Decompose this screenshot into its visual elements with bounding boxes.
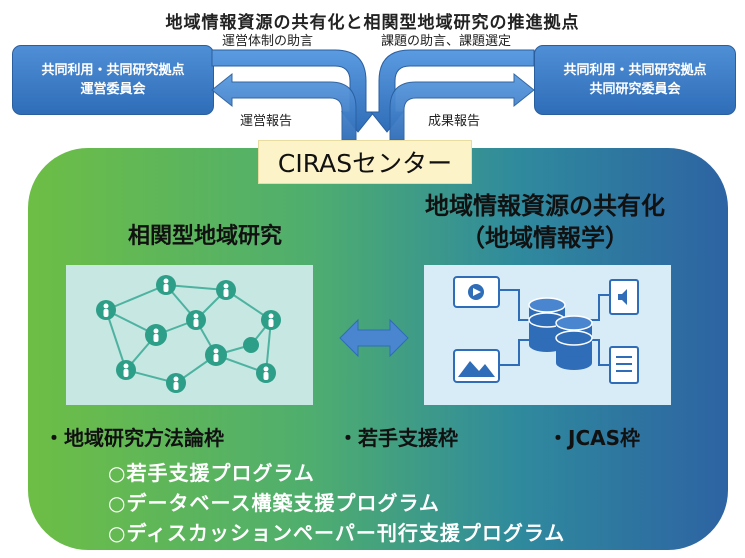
label-operation-advice: 運営体制の助言 — [222, 34, 314, 49]
database-illustration — [424, 265, 671, 405]
report-arrow-right — [389, 72, 535, 141]
database-media-icon — [453, 276, 639, 384]
image-icon — [453, 349, 500, 383]
research-committee-line2: 共同研究委員会 — [589, 82, 681, 97]
correlative-research-heading: 相関型地域研究 — [127, 224, 282, 249]
resource-sharing-heading: 地域情報資源の共有化 （地域情報学） — [375, 190, 715, 254]
steering-committee-line1: 共同利用・共同研究拠点 — [41, 63, 185, 78]
frame-young-support: ・若手支援枠 — [338, 426, 458, 450]
double-arrow-icon — [339, 318, 409, 358]
program-discussion-paper: ○ディスカッションペーパー刊行支援プログラム — [108, 521, 566, 545]
page-title: 地域情報資源の共有化と相関型地域研究の推進拠点 — [165, 13, 580, 33]
steering-committee-line2: 運営委員会 — [80, 82, 146, 97]
flow-arrows — [211, 49, 535, 141]
research-committee-line1: 共同利用・共同研究拠点 — [563, 63, 707, 78]
ciras-center-box: CIRASセンター — [258, 140, 472, 184]
database-stack-icon — [528, 297, 593, 370]
label-topic-advice: 課題の助言、課題選定 — [381, 34, 512, 49]
ciras-center-label: CIRASセンター — [277, 149, 453, 178]
frame-methodology: ・地域研究方法論枠 — [44, 426, 224, 450]
frame-jcas: ・JCAS枠 — [548, 426, 641, 450]
people-network-icon — [96, 275, 281, 393]
resource-sharing-heading-line2: （地域情報学） — [461, 224, 629, 252]
program-database: ○データベース構築支援プログラム — [108, 491, 440, 515]
label-operation-report: 運営報告 — [240, 114, 293, 129]
research-committee-box: 共同利用・共同研究拠点 共同研究委員会 — [534, 45, 736, 115]
resource-sharing-heading-line1: 地域情報資源の共有化 — [425, 192, 665, 220]
report-arrow-left — [211, 72, 357, 141]
steering-committee-box: 共同利用・共同研究拠点 運営委員会 — [12, 45, 214, 115]
network-illustration — [66, 265, 313, 405]
program-young-support: ○若手支援プログラム — [108, 461, 315, 485]
advice-arrow-left — [211, 49, 376, 133]
label-results-report: 成果報告 — [428, 114, 481, 129]
